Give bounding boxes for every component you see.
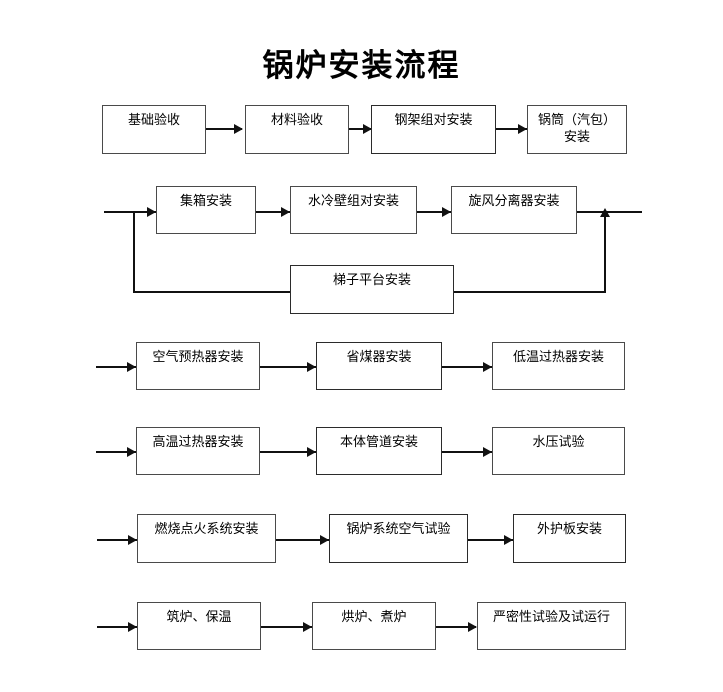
flow-node-guotong-qibao-anzhuang: 锅筒（汽包） 安装 (527, 105, 627, 154)
arrowhead-row2-entry (147, 207, 156, 217)
connector-n10-n11 (442, 366, 492, 368)
arrowhead-row4-entry (127, 362, 136, 372)
connector-n15-n16 (276, 539, 329, 541)
flow-node-xuanfeng-fenliqi-anzhuang: 旋风分离器安装 (451, 186, 577, 234)
arrowhead-n1-n2 (234, 124, 243, 134)
connector-n18-n19 (261, 626, 312, 628)
flow-node-kongqi-yureqi-anzhuang: 空气预热器安装 (136, 342, 260, 390)
arrowhead-row7-entry (128, 622, 137, 632)
connector-n1-n2 (206, 128, 242, 130)
flow-node-yanmixing-shiyan-ji-shiyunxing: 严密性试验及试运行 (477, 602, 626, 650)
flow-node-honglu-zhulu: 烘炉、煮炉 (312, 602, 436, 650)
flow-node-shengmeiqi-anzhuang: 省煤器安装 (316, 342, 442, 390)
arrowhead-loop-up (600, 208, 610, 217)
flow-node-cailiao-yanshou: 材料验收 (245, 105, 349, 154)
loop-right-horizontal (454, 291, 606, 293)
arrowhead-n15-n16 (320, 535, 329, 545)
flow-node-jichu-yanshou: 基础验收 (102, 105, 206, 154)
arrowhead-n9-n10 (307, 362, 316, 372)
connector-n5-n6 (256, 211, 290, 213)
connector-n3-n4 (496, 128, 528, 130)
connector-n12-n13 (260, 451, 316, 453)
page-title: 锅炉安装流程 (262, 48, 461, 84)
arrowhead-n10-n11 (483, 362, 492, 372)
flow-node-zhulu-baowen: 筑炉、保温 (137, 602, 261, 650)
loop-left-vertical (133, 211, 135, 292)
loop-left-horizontal (133, 291, 292, 293)
connector-n19-n20 (436, 626, 476, 628)
connector-n13-n14 (442, 451, 492, 453)
flow-node-shuilengbi-zudui-anzhuang: 水冷壁组对安装 (290, 186, 417, 234)
flow-node-guolu-xitong-kongqi-shiyan: 锅炉系统空气试验 (329, 514, 468, 563)
connector-row2-entry (104, 211, 156, 213)
arrowhead-n19-n20 (468, 622, 477, 632)
loop-right-vertical (604, 215, 606, 292)
flow-node-gaowen-guoreqi-anzhuang: 高温过热器安装 (136, 427, 260, 475)
connector-row6-entry (97, 539, 145, 541)
flow-node-waihuban-anzhuang: 外护板安装 (513, 514, 626, 563)
connector-row7-entry (97, 626, 145, 628)
flow-node-benti-guandao-anzhuang: 本体管道安装 (316, 427, 442, 475)
flow-node-diwen-guoreqi-anzhuang: 低温过热器安装 (492, 342, 625, 390)
connector-n2-n3 (349, 128, 371, 130)
connector-n9-n10 (260, 366, 316, 368)
arrowhead-n6-n7 (442, 207, 451, 217)
connector-n16-n17 (468, 539, 513, 541)
arrowhead-n3-n4 (518, 124, 527, 134)
arrowhead-n13-n14 (483, 447, 492, 457)
connector-row4-entry (96, 366, 144, 368)
flow-node-gangjia-zudui-anzhuang: 钢架组对安装 (371, 105, 496, 154)
flow-node-jixiang-anzhuang: 集箱安装 (156, 186, 256, 234)
flow-node-ranshao-dianhuo-xitong-anzhuang: 燃烧点火系统安装 (137, 514, 276, 563)
arrowhead-row5-entry (127, 447, 136, 457)
arrowhead-n16-n17 (504, 535, 513, 545)
arrowhead-n2-n3 (363, 124, 372, 134)
arrowhead-row6-entry (128, 535, 137, 545)
arrowhead-n5-n6 (281, 207, 290, 217)
connector-row5-entry (96, 451, 144, 453)
connector-n6-n7 (417, 211, 451, 213)
arrowhead-n12-n13 (307, 447, 316, 457)
flow-node-tizi-pingtai-anzhuang: 梯子平台安装 (290, 265, 454, 314)
flow-node-shuiya-shiyan: 水压试验 (492, 427, 625, 475)
arrowhead-n18-n19 (303, 622, 312, 632)
